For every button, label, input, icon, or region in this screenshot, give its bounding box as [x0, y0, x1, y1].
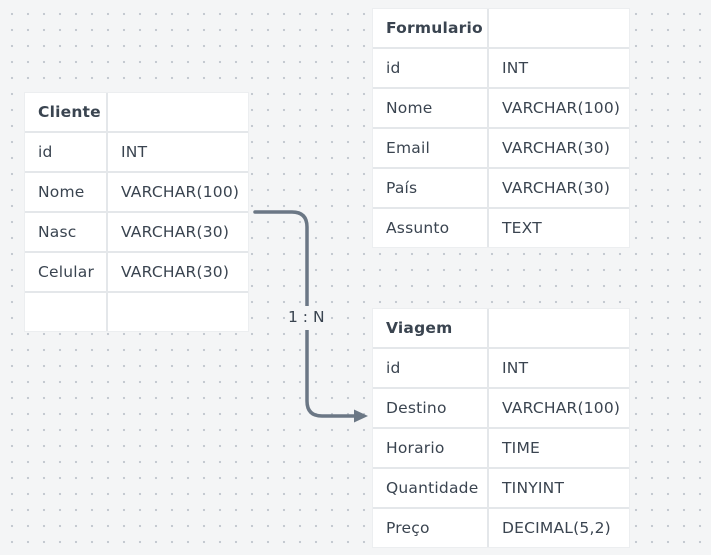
column-type: TINYINT — [489, 469, 629, 507]
column-name: id — [25, 133, 106, 171]
column-name: Nome — [25, 173, 106, 211]
column-name: Email — [373, 129, 487, 167]
column-type: VARCHAR(100) — [489, 389, 629, 427]
table-title: Viagem — [373, 309, 487, 347]
column-type: VARCHAR(100) — [489, 89, 629, 127]
table-header-spacer — [489, 309, 629, 347]
table-title: Cliente — [25, 93, 106, 131]
column-name: Horario — [373, 429, 487, 467]
column-name: Destino — [373, 389, 487, 427]
table-cliente[interactable]: Cliente id INT Nome VARCHAR(100) Nasc VA… — [25, 93, 248, 331]
column-name: Celular — [25, 253, 106, 291]
table-viagem[interactable]: Viagem id INT Destino VARCHAR(100) Horar… — [373, 309, 629, 547]
column-name: Nasc — [25, 213, 106, 251]
column-name: Assunto — [373, 209, 487, 247]
table-title: Formulario — [373, 9, 487, 47]
table-header-spacer — [108, 93, 248, 131]
column-type: TIME — [489, 429, 629, 467]
column-type: INT — [489, 49, 629, 87]
arrowhead-icon — [354, 409, 368, 423]
column-name: Preço — [373, 509, 487, 547]
column-type: VARCHAR(30) — [108, 213, 248, 251]
column-type: VARCHAR(30) — [489, 169, 629, 207]
column-type: VARCHAR(100) — [108, 173, 248, 211]
empty-row-name[interactable] — [25, 293, 106, 331]
column-type: DECIMAL(5,2) — [489, 509, 629, 547]
column-type: VARCHAR(30) — [108, 253, 248, 291]
column-name: id — [373, 49, 487, 87]
table-formulario[interactable]: Formulario id INT Nome VARCHAR(100) Emai… — [373, 9, 629, 247]
table-header-spacer — [489, 9, 629, 47]
column-name: País — [373, 169, 487, 207]
relationship-label: 1 : N — [288, 308, 325, 326]
empty-row-type[interactable] — [108, 293, 248, 331]
column-type: INT — [108, 133, 248, 171]
column-name: Quantidade — [373, 469, 487, 507]
column-type: TEXT — [489, 209, 629, 247]
column-name: id — [373, 349, 487, 387]
label-background — [290, 306, 326, 330]
column-name: Nome — [373, 89, 487, 127]
column-type: VARCHAR(30) — [489, 129, 629, 167]
column-type: INT — [489, 349, 629, 387]
